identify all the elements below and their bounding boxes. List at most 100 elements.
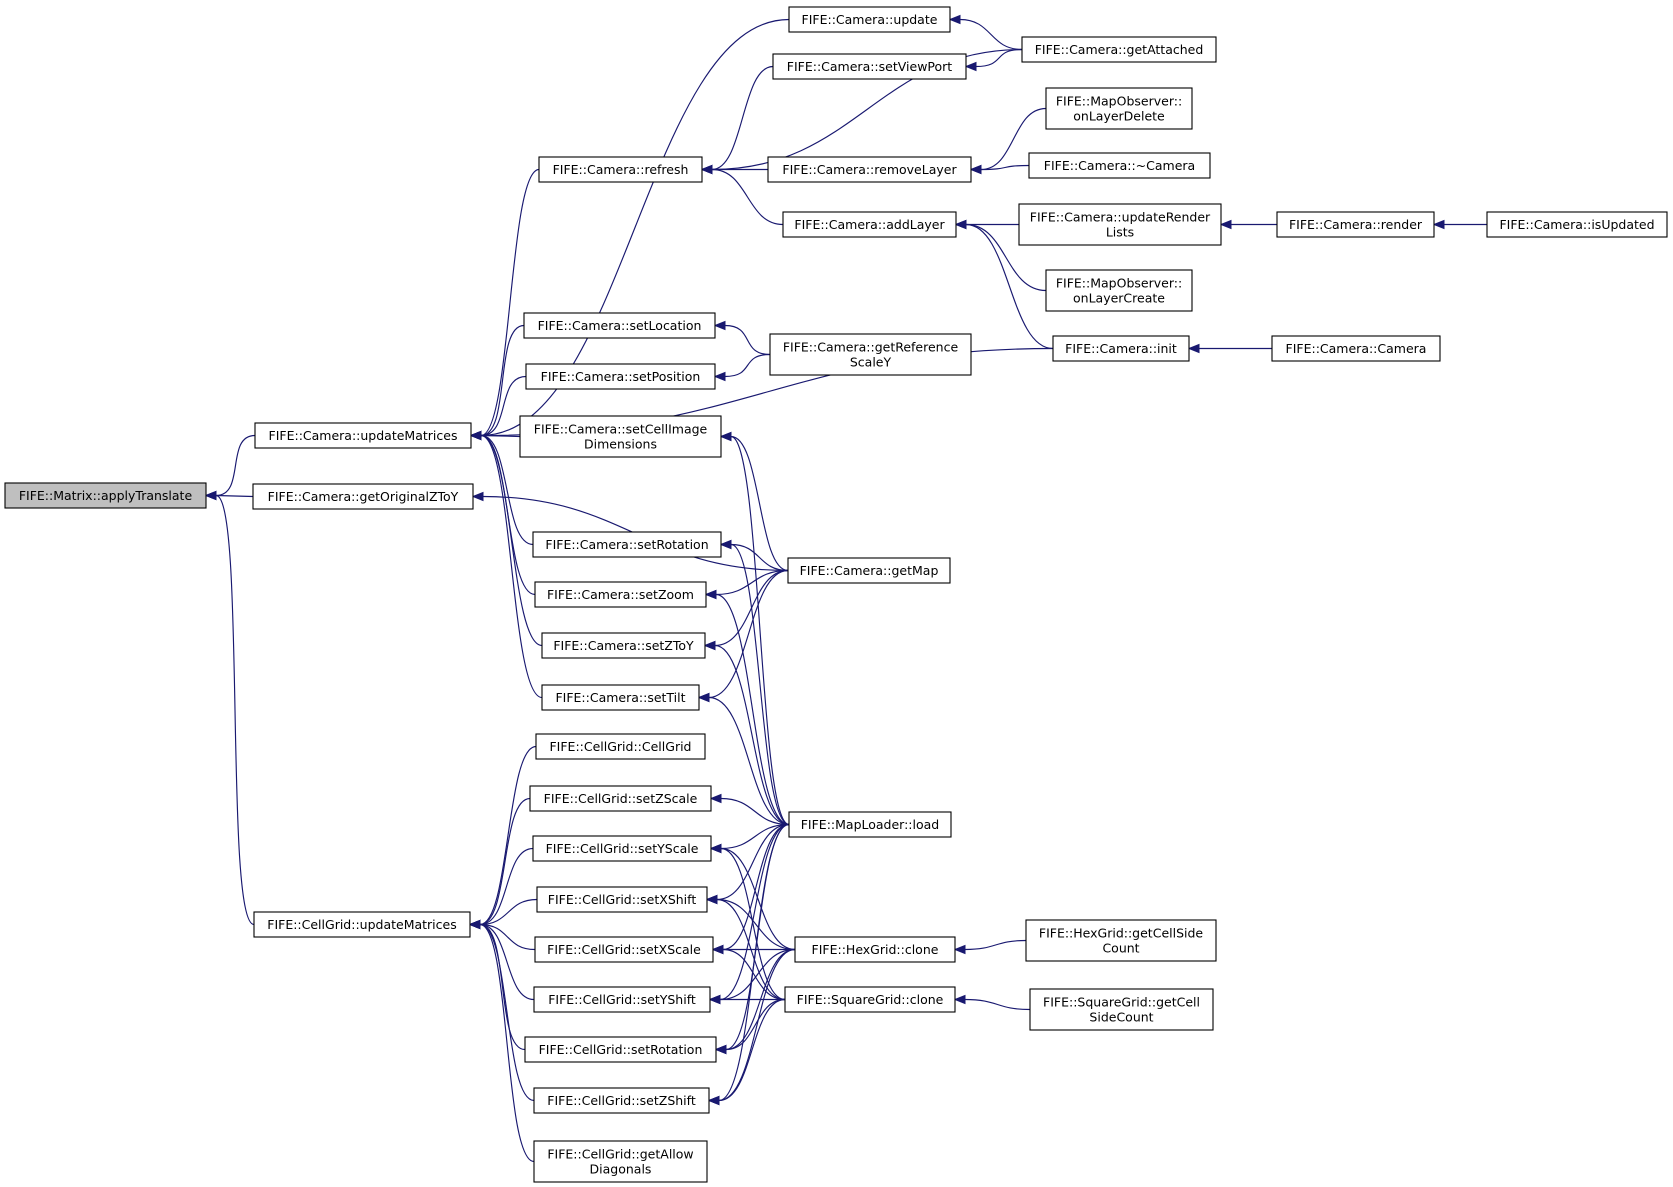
node-cam-addLayer[interactable]: FIFE::Camera::addLayer xyxy=(782,211,957,238)
node-label: FIFE::Camera::getOriginalZToY xyxy=(268,489,459,504)
edge-grid_setZScale-to-grid_updateMatrices xyxy=(479,797,531,926)
node-grid-setRotation[interactable]: FIFE::CellGrid::setRotation xyxy=(524,1036,717,1063)
edge-cam_destructor-to-cam_removeLayer xyxy=(980,164,1030,171)
node-cam-refresh[interactable]: FIFE::Camera::refresh xyxy=(538,156,703,183)
node-label: FIFE::CellGrid::setXShift xyxy=(548,892,697,907)
edge-cam_setZToY-to-cam_updateMatrices xyxy=(480,434,543,647)
node-cam-setPosition[interactable]: FIFE::Camera::setPosition xyxy=(525,363,716,390)
node-box xyxy=(1025,919,1217,962)
node-square-clone[interactable]: FIFE::SquareGrid::clone xyxy=(784,986,956,1013)
node-cam-getMap[interactable]: FIFE::Camera::getMap xyxy=(787,557,951,584)
node-cam-setRotation[interactable]: FIFE::Camera::setRotation xyxy=(532,531,722,558)
node-box xyxy=(1052,335,1190,362)
node-cam-render[interactable]: FIFE::Camera::render xyxy=(1276,211,1435,238)
node-cam-removeLayer[interactable]: FIFE::Camera::removeLayer xyxy=(767,156,972,183)
node-box xyxy=(782,211,957,238)
node-label: FIFE::Camera::setTilt xyxy=(555,690,685,705)
node-grid-setXScale[interactable]: FIFE::CellGrid::setXScale xyxy=(534,936,714,963)
node-grid-setXShift[interactable]: FIFE::CellGrid::setXShift xyxy=(536,886,708,913)
node-cam-setTilt[interactable]: FIFE::Camera::setTilt xyxy=(541,684,700,711)
node-cam-getAttached[interactable]: FIFE::Camera::getAttached xyxy=(1021,36,1217,63)
node-label: FIFE::Camera::setZoom xyxy=(547,587,694,602)
node-mo-onLayerCreate[interactable]: FIFE::MapObserver::onLayerCreate xyxy=(1045,269,1193,312)
edge-cam_setTilt-to-cam_updateMatrices xyxy=(480,434,543,699)
edge-mapLoader_load-to-cam_setTilt xyxy=(708,696,790,826)
edge-cam_setLocation-to-cam_updateMatrices xyxy=(480,324,525,437)
node-grid-updateMatrices[interactable]: FIFE::CellGrid::updateMatrices xyxy=(253,911,471,938)
node-label: FIFE::HexGrid::getCellSide xyxy=(1039,926,1204,941)
edge-arrowhead xyxy=(713,320,726,331)
edge-arrowhead xyxy=(471,491,484,502)
node-label: FIFE::Camera::setViewPort xyxy=(787,59,953,74)
node-cam-update[interactable]: FIFE::Camera::update xyxy=(788,6,951,33)
node-cam-isUpdated[interactable]: FIFE::Camera::isUpdated xyxy=(1486,211,1668,238)
node-label: FIFE::CellGrid::setRotation xyxy=(539,1042,703,1057)
edge-hex_clone-to-grid_setYScale xyxy=(720,847,796,951)
node-cam-Camera[interactable]: FIFE::Camera::Camera xyxy=(1271,335,1441,362)
node-label: FIFE::Camera::setZToY xyxy=(553,638,694,653)
node-label: FIFE::Camera::init xyxy=(1065,341,1177,356)
edge-cam_getMap-to-cam_setTilt xyxy=(708,569,789,699)
node-label: Count xyxy=(1102,941,1139,956)
edge-arrowhead xyxy=(469,430,482,441)
node-grid-setYScale[interactable]: FIFE::CellGrid::setYScale xyxy=(532,835,712,862)
node-cam-getOriginalZToY[interactable]: FIFE::Camera::getOriginalZToY xyxy=(252,483,474,510)
node-label: FIFE::Camera::setLocation xyxy=(538,318,702,333)
edge-arrowhead xyxy=(964,61,977,72)
node-label: FIFE::HexGrid::clone xyxy=(812,942,939,957)
edge-cam_setViewPort-to-cam_refresh xyxy=(711,65,774,171)
node-label: FIFE::CellGrid::setYScale xyxy=(546,841,699,856)
node-label: onLayerDelete xyxy=(1073,109,1165,124)
node-box xyxy=(253,911,471,938)
edge-cam_getReferenceScaleY-to-cam_setPosition xyxy=(724,353,771,378)
node-cam-destructor[interactable]: FIFE::Camera::~Camera xyxy=(1028,152,1211,179)
node-grid-CellGrid[interactable]: FIFE::CellGrid::CellGrid xyxy=(535,733,706,760)
edge-cam_getAttached-to-cam_update xyxy=(959,18,1023,51)
node-box xyxy=(541,632,706,659)
node-cam-setViewPort[interactable]: FIFE::Camera::setViewPort xyxy=(772,53,967,80)
node-label: FIFE::Camera::getReference xyxy=(783,340,959,355)
node-cam-setZoom[interactable]: FIFE::Camera::setZoom xyxy=(534,581,707,608)
edge-cam_getReferenceScaleY-to-cam_setLocation xyxy=(724,324,771,356)
node-label: FIFE::Camera::setRotation xyxy=(545,537,708,552)
node-label: onLayerCreate xyxy=(1073,291,1165,306)
edge-arrowhead xyxy=(719,539,732,550)
edge-arrowhead xyxy=(713,371,726,382)
edges-layer xyxy=(204,14,1487,1163)
edge-square_clone-to-grid_setZShift xyxy=(718,998,786,1102)
edge-hex_getCellSideCount-to-hex_clone xyxy=(964,939,1027,951)
edge-cam_setRotation-to-cam_updateMatrices xyxy=(480,434,534,546)
node-grid-setYShift[interactable]: FIFE::CellGrid::setYShift xyxy=(533,986,711,1013)
node-label: FIFE::Camera::refresh xyxy=(553,162,689,177)
edge-mapLoader_load-to-cam_setCellImageDimensions xyxy=(730,435,790,826)
edge-arrowhead xyxy=(709,843,722,854)
edge-arrowhead xyxy=(954,219,967,230)
node-cam-setZToY[interactable]: FIFE::Camera::setZToY xyxy=(541,632,706,659)
node-box xyxy=(538,156,703,183)
node-mapLoader-load[interactable]: FIFE::MapLoader::load xyxy=(788,811,952,838)
node-mo-onLayerDelete[interactable]: FIFE::MapObserver::onLayerDelete xyxy=(1045,87,1193,130)
node-grid-setZScale[interactable]: FIFE::CellGrid::setZScale xyxy=(529,785,712,812)
node-label: FIFE::SquareGrid::getCell xyxy=(1043,995,1200,1010)
node-cam-setLocation[interactable]: FIFE::Camera::setLocation xyxy=(523,312,716,339)
edge-arrowhead xyxy=(705,894,718,905)
node-label: FIFE::CellGrid::setZShift xyxy=(547,1093,696,1108)
node-hex-clone[interactable]: FIFE::HexGrid::clone xyxy=(794,936,956,963)
node-cam-updateMatrices[interactable]: FIFE::Camera::updateMatrices xyxy=(254,422,472,449)
node-box xyxy=(4,482,207,509)
node-box xyxy=(787,557,951,584)
node-applyTranslate[interactable]: FIFE::Matrix::applyTranslate xyxy=(4,482,207,509)
node-box xyxy=(533,986,711,1013)
node-label: FIFE::Camera::setPosition xyxy=(541,369,701,384)
node-grid-setZShift[interactable]: FIFE::CellGrid::setZShift xyxy=(533,1087,710,1114)
edge-mapLoader_load-to-grid_setYShift xyxy=(719,823,790,1001)
edge-mapLoader_load-to-grid_setZShift xyxy=(718,823,790,1102)
node-box xyxy=(1486,211,1668,238)
node-cam-init[interactable]: FIFE::Camera::init xyxy=(1052,335,1190,362)
